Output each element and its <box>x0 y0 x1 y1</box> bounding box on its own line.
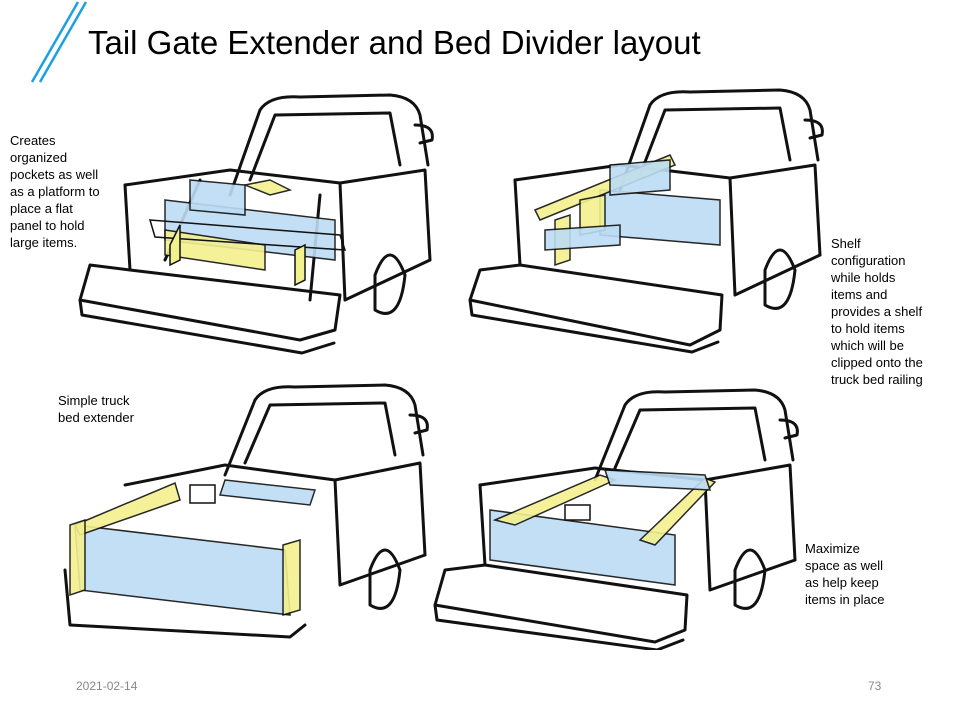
caption-line: as help keep <box>805 575 879 590</box>
slide-title: Tail Gate Extender and Bed Divider layou… <box>88 24 701 61</box>
caption-line: as a platform to <box>10 184 100 199</box>
caption-line: panel to hold <box>10 218 85 233</box>
truck-sketch-shelf <box>468 88 824 354</box>
caption-line: configuration <box>831 253 906 268</box>
caption-maximize: Maximize space as well as help keep item… <box>805 540 884 608</box>
caption-extender: Simple truck bed extender <box>58 392 134 426</box>
caption-line: clipped onto the <box>831 355 923 370</box>
caption-line: items in place <box>805 592 885 607</box>
caption-line: which will be <box>831 338 904 353</box>
caption-line: provides a shelf <box>831 304 923 319</box>
caption-line: items and <box>831 287 888 302</box>
caption-line: Simple truck <box>58 393 130 408</box>
caption-shelf: Shelf configuration while holds items an… <box>831 235 923 388</box>
caption-line: space as well <box>805 558 884 573</box>
caption-line: while holds <box>831 270 896 285</box>
caption-line: organized <box>10 150 68 165</box>
truck-sketch-maximize <box>433 388 799 650</box>
caption-line: Creates <box>10 133 56 148</box>
caption-line: place a flat <box>10 201 73 216</box>
truck-sketch-extender <box>63 383 429 639</box>
caption-line: truck bed railing <box>831 372 923 387</box>
caption-line: bed extender <box>58 410 134 425</box>
caption-platform: Creates organized pockets as well as a p… <box>10 132 100 251</box>
caption-line: pockets as well <box>10 167 99 182</box>
caption-line: to hold items <box>831 321 905 336</box>
page-number: 73 <box>868 679 882 693</box>
caption-line: Maximize <box>805 541 860 556</box>
caption-line: Shelf <box>831 236 861 251</box>
truck-sketch-platform <box>78 93 434 355</box>
slide-date: 2021-02-14 <box>76 679 138 693</box>
accent-lines <box>30 1 88 83</box>
caption-line: large items. <box>10 235 78 250</box>
